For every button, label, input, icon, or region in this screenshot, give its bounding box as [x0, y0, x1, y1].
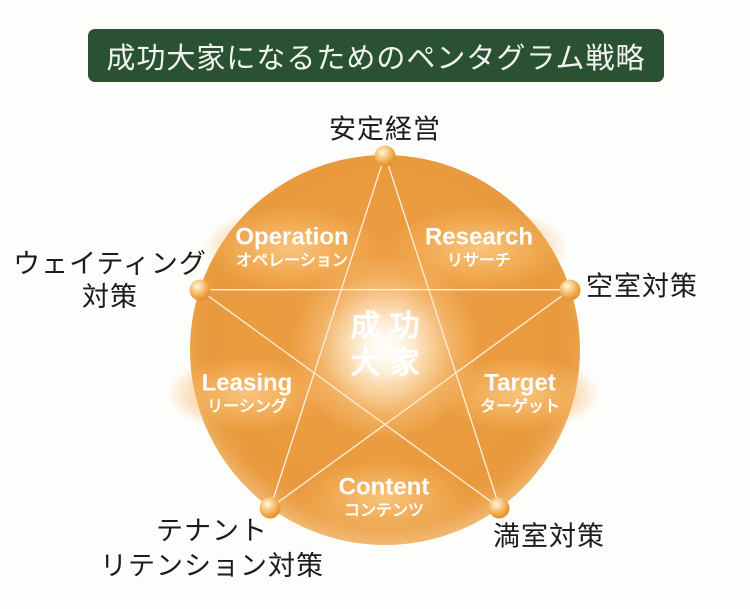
center-label-line1: 成功	[350, 310, 429, 343]
center-label: 成功 大家	[342, 308, 429, 382]
node-leasing-ja: リーシング	[207, 398, 287, 416]
node-content-en: Content	[338, 473, 430, 501]
vertex-ball-bottom-right	[488, 497, 510, 519]
header-banner: 成功大家になるためのペンタグラム戦略	[88, 29, 664, 82]
outer-label-left-line1: ウェイティング	[13, 249, 207, 279]
node-research-ja: リサーチ	[446, 252, 512, 270]
vertex-ball-right	[559, 279, 581, 301]
node-leasing: Leasing リーシング	[201, 369, 293, 418]
outer-label-right-line: 空室対策	[586, 271, 698, 302]
node-content-ja: コンテンツ	[343, 502, 424, 520]
outer-label-bottom-right: 満室対策	[493, 521, 605, 554]
node-target-ja: ターゲット	[479, 398, 561, 416]
outer-label-bottom-right-line: 満室対策	[493, 521, 605, 552]
node-operation-en: Operation	[235, 223, 349, 251]
center-glow	[290, 257, 480, 437]
outer-label-right: 空室対策	[586, 271, 698, 304]
node-content: Content コンテンツ	[338, 473, 430, 522]
vertex-ball-top	[374, 145, 396, 167]
node-target: Target ターゲット	[479, 369, 561, 418]
node-operation-ja: オペレーション	[236, 252, 348, 270]
content-glow	[301, 460, 467, 536]
node-research: Research リサーチ	[424, 223, 534, 272]
node-research-en: Research	[424, 223, 534, 251]
outer-label-bottom-left: テナント リテンション対策	[100, 514, 324, 584]
outer-label-bottom-left-line1: テナント	[156, 516, 268, 546]
outer-label-bottom-left-line2: リテンション対策	[100, 551, 324, 581]
node-leasing-en: Leasing	[201, 369, 293, 397]
outer-label-top: 安定経営	[329, 114, 441, 147]
vertex-ball-left	[189, 279, 211, 301]
page-title: 成功大家になるためのペンタグラム戦略	[106, 42, 646, 75]
outer-label-top-line: 安定経営	[329, 114, 441, 145]
vertex-ball-bottom-left	[259, 497, 281, 519]
outer-label-left: ウェイティング 対策	[13, 248, 207, 314]
outer-label-left-line2: 対策	[82, 282, 138, 312]
center-label-line2: 大家	[350, 347, 429, 380]
node-operation: Operation オペレーション	[235, 223, 349, 272]
node-target-en: Target	[484, 369, 556, 397]
